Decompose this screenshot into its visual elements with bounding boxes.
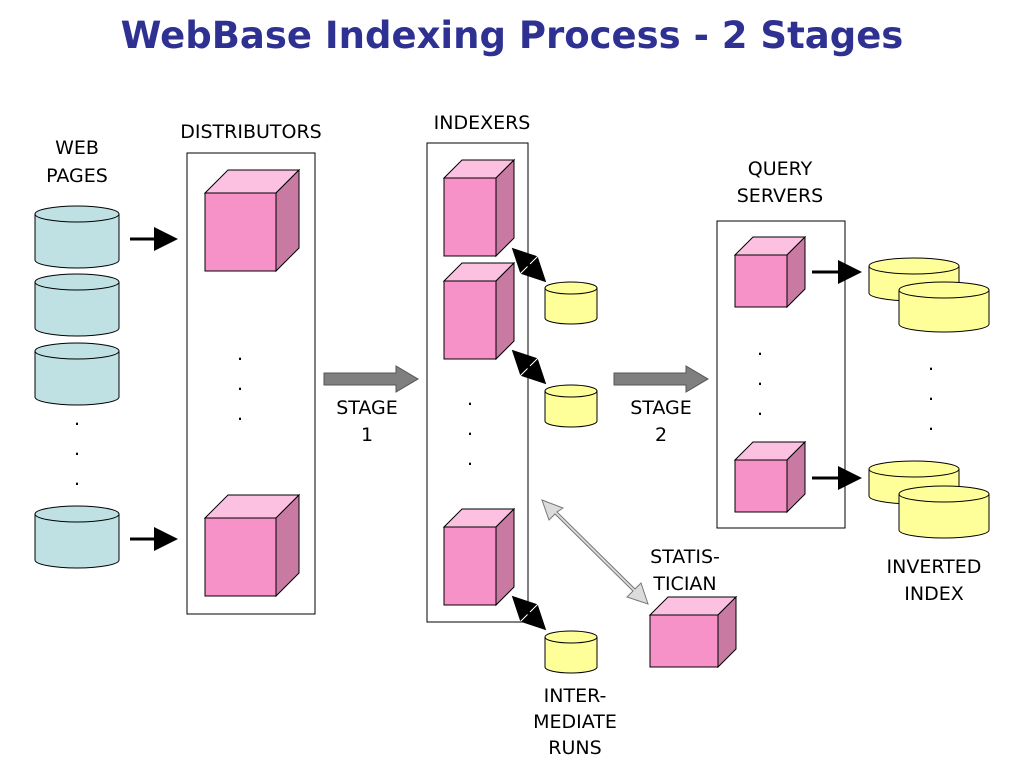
- intermediate-run-cylinder-icon: [544, 281, 598, 325]
- web-pages-label: WEB: [55, 137, 99, 159]
- distributor-cube-icon: [203, 493, 301, 598]
- inverted-index-label: INDEX: [904, 583, 963, 605]
- indexer-run-arrow: [511, 247, 547, 283]
- ellipsis-dot: .: [757, 368, 763, 390]
- inverted-index-label: INVERTED: [887, 556, 982, 578]
- web-page-cylinder-icon: [34, 205, 120, 269]
- stage2-arrow: [613, 365, 709, 393]
- indexer-cube-icon: [442, 158, 516, 258]
- stage1-arrow: [323, 365, 419, 393]
- distributors-label: DISTRIBUTORS: [180, 121, 321, 143]
- stores-group: [544, 257, 990, 674]
- stage1-label: STAGE: [336, 397, 398, 419]
- stage2-label: STAGE: [630, 397, 692, 419]
- query-servers-label: QUERY: [748, 158, 813, 180]
- ellipsis-dot: .: [928, 353, 934, 375]
- intermediate-runs-label: RUNS: [548, 737, 601, 759]
- inverted-index-cylinder-icon: [898, 485, 990, 539]
- statistician-indexers-arrow: [541, 499, 649, 605]
- ellipsis-dot: .: [757, 398, 763, 420]
- ellipsis-dot: .: [928, 383, 934, 405]
- statistician-label: TICIAN: [652, 573, 716, 595]
- indexer-run-arrow: [511, 349, 547, 385]
- ellipsis-dot: .: [757, 338, 763, 360]
- intermediate-runs-label: MEDIATE: [533, 711, 617, 733]
- intermediate-run-cylinder-icon: [544, 384, 598, 428]
- cubes-group: [203, 158, 807, 669]
- stage2-label: 2: [655, 424, 667, 446]
- indexers-label: INDEXERS: [434, 112, 531, 134]
- statistician-label: STATIS-: [650, 546, 720, 568]
- web-page-cylinder-icon: [34, 505, 120, 569]
- stage1-label: 1: [361, 424, 373, 446]
- ellipsis-dot: .: [74, 468, 80, 490]
- web-page-cylinder-icon: [34, 273, 120, 337]
- ellipsis-dot: .: [928, 413, 934, 435]
- ellipsis-dot: .: [467, 388, 473, 410]
- query-servers-label: SERVERS: [737, 185, 824, 207]
- ellipsis-dot: .: [237, 373, 243, 395]
- ellipsis-group: ...............: [74, 338, 934, 490]
- query-server-cube-icon: [733, 235, 807, 309]
- indexer-run-arrow: [511, 595, 547, 631]
- ellipsis-dot: .: [467, 448, 473, 470]
- intermediate-runs-label: INTER-: [544, 685, 607, 707]
- inverted-index-cylinder-icon: [898, 281, 990, 333]
- ellipsis-dot: .: [467, 418, 473, 440]
- page-title: WebBase Indexing Process - 2 Stages: [120, 14, 904, 57]
- indexer-cube-icon: [442, 507, 516, 607]
- distributor-cube-icon: [203, 168, 301, 273]
- web-pages-label: PAGES: [46, 165, 108, 187]
- web-pages-group: [34, 205, 120, 569]
- intermediate-run-cylinder-icon: [544, 630, 598, 674]
- ellipsis-dot: .: [74, 408, 80, 430]
- ellipsis-dot: .: [237, 403, 243, 425]
- web-page-cylinder-icon: [34, 342, 120, 406]
- ellipsis-dot: .: [74, 438, 80, 460]
- statistician-cube-icon: [648, 595, 738, 669]
- query-server-cube-icon: [733, 440, 807, 514]
- ellipsis-dot: .: [237, 343, 243, 365]
- indexer-cube-icon: [442, 261, 516, 361]
